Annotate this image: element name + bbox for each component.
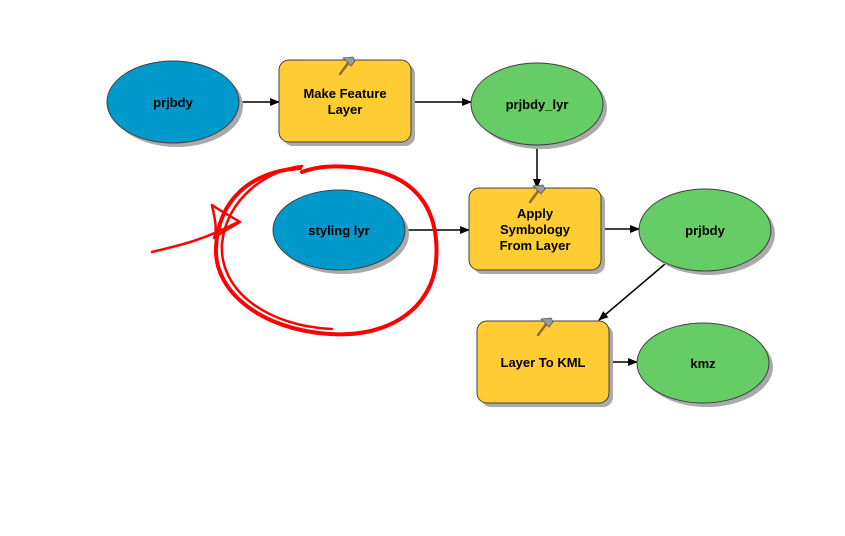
node-label: Apply xyxy=(517,206,554,221)
node-label: Symbology xyxy=(500,222,571,237)
hammer-icon xyxy=(536,317,554,337)
output-ellipse xyxy=(638,188,772,272)
node-label: Layer To KML xyxy=(501,355,586,370)
node-prjbdy-input[interactable]: prjbdy xyxy=(106,60,243,147)
node-label: Make Feature xyxy=(303,86,386,101)
node-label: kmz xyxy=(690,356,716,371)
node-label: Layer xyxy=(328,102,363,117)
output-ellipse xyxy=(636,322,770,404)
node-kmz-output[interactable]: kmz xyxy=(636,322,773,407)
input-ellipse xyxy=(106,60,240,144)
node-styling-lyr[interactable]: styling lyr xyxy=(272,189,409,274)
hammer-icon xyxy=(528,184,546,204)
input-ellipse xyxy=(272,189,406,271)
node-label: styling lyr xyxy=(308,223,369,238)
hammer-icon xyxy=(338,56,356,76)
node-layer-to-kml[interactable]: Layer To KML xyxy=(476,317,613,407)
output-ellipse xyxy=(470,62,604,146)
annotation-arrow xyxy=(150,203,242,254)
node-prjbdy-lyr[interactable]: prjbdy_lyr xyxy=(470,62,607,149)
node-label: prjbdy xyxy=(685,223,725,238)
node-prjbdy-output[interactable]: prjbdy xyxy=(638,188,775,275)
tool-box xyxy=(278,59,412,143)
node-label: From Layer xyxy=(500,238,571,253)
node-label: prjbdy_lyr xyxy=(506,97,569,112)
connector-prjbdy_output-to-layer_to_kml xyxy=(598,263,666,321)
node-label: prjbdy xyxy=(153,95,193,110)
